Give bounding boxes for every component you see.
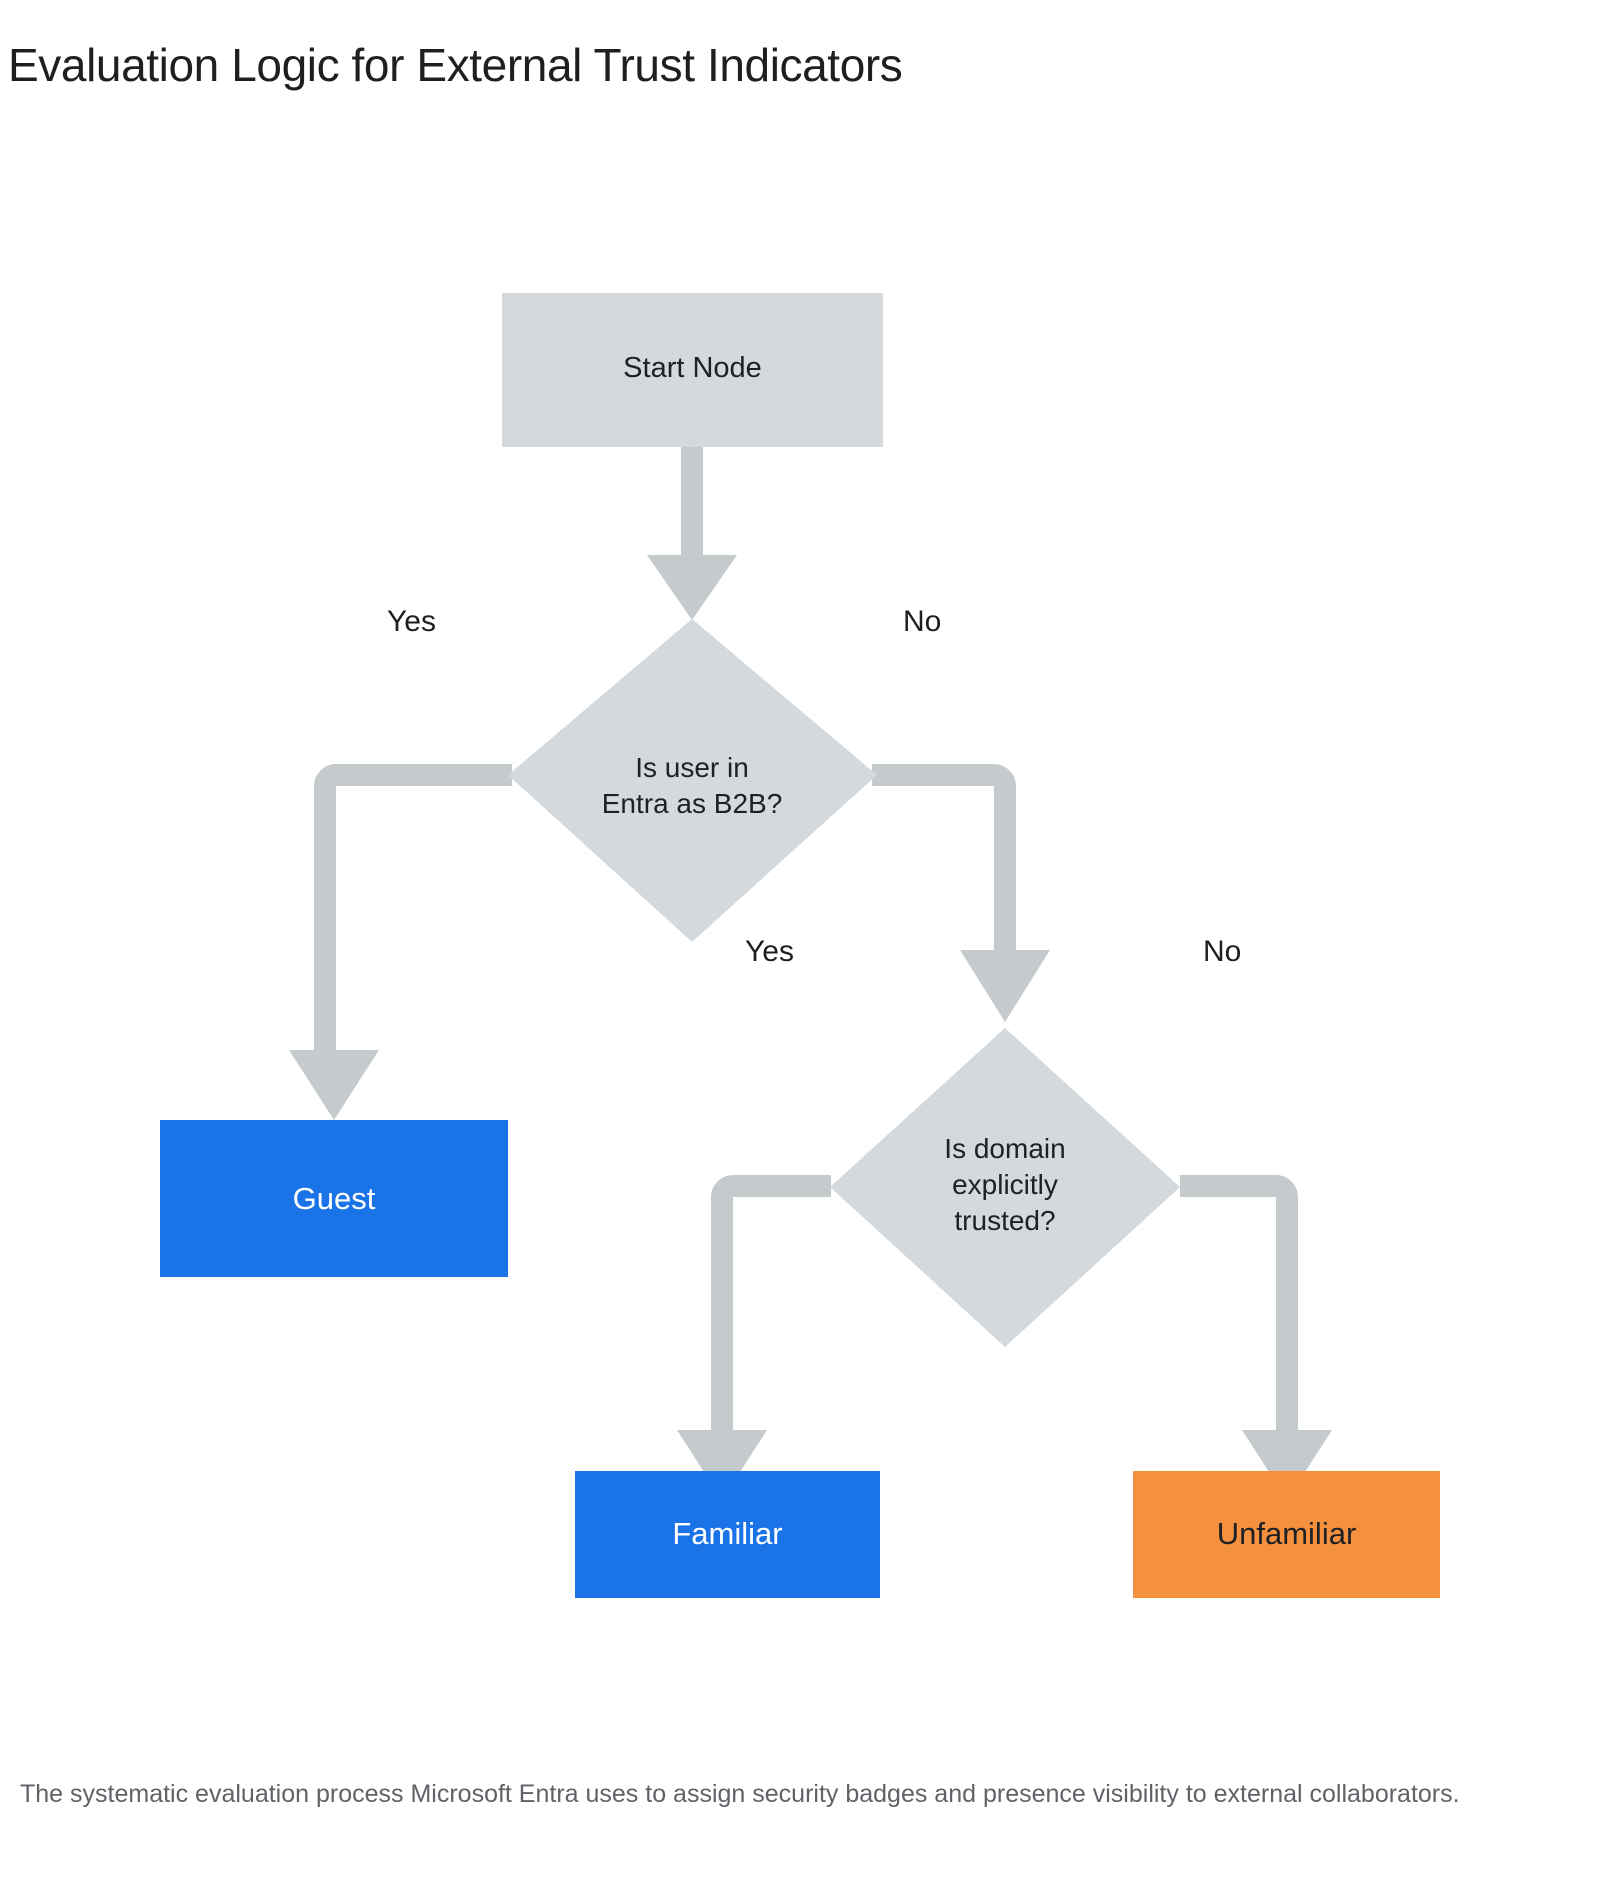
node-shape-q-domain[interactable] (830, 1028, 1180, 1347)
page-title: Evaluation Logic for External Trust Indi… (8, 39, 903, 91)
edge-q-domain-no-to-unfamiliar (1180, 1175, 1332, 1500)
figure-caption: The systematic evaluation process Micros… (20, 1780, 1460, 1808)
node-shape-q-b2b[interactable] (508, 619, 877, 942)
node-shape-unfamiliar[interactable] (1133, 1471, 1440, 1598)
edge-q-domain-yes-to-familiar (677, 1175, 831, 1500)
flowchart-diagram: Start Node Is user in Entra as B2B? Gues… (0, 150, 1600, 1710)
node-layer (160, 293, 1440, 1598)
flowchart-svg (160, 293, 1440, 1598)
edge-q-b2b-yes-to-guest (289, 764, 512, 1120)
connector-layer (289, 447, 1332, 1500)
edge-q-b2b-no-to-q-domain (872, 764, 1050, 1022)
node-shape-familiar[interactable] (575, 1471, 880, 1598)
node-shape-start[interactable] (502, 293, 883, 447)
edge-start-to-q-b2b (647, 447, 737, 620)
node-shape-guest[interactable] (160, 1120, 508, 1277)
